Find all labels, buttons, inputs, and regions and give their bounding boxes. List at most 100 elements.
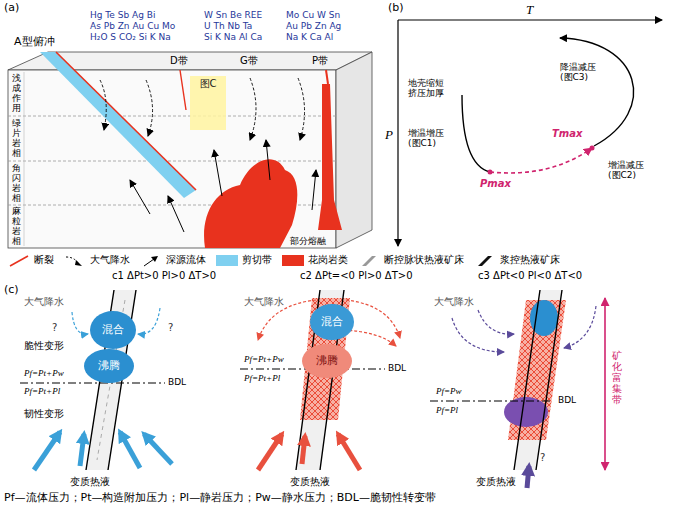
fluid-zone: 混合 [310, 304, 354, 340]
metamorphic-fluid-arrow [80, 434, 84, 466]
condition-label: c3 ΔPt<0 Pl<0 ΔT<0 [478, 270, 582, 282]
panel-label: (c) [4, 284, 19, 297]
annotation: ? [168, 322, 173, 334]
fluid-escape-arrow [344, 330, 396, 346]
annotation: 部分熔融 [290, 236, 326, 246]
shear-zone [40, 52, 196, 198]
block-side [336, 52, 372, 248]
annotation: A型俯冲 [14, 36, 55, 49]
element-list: W Sn Be REE [204, 10, 262, 20]
meteoric-arrow [138, 308, 160, 334]
annotation: BDL [388, 363, 406, 373]
meteoric-arrow [100, 80, 106, 130]
deep-fluid-arrow [130, 180, 150, 214]
facies-label: 角闪岩相 [12, 164, 21, 204]
annotation: 韧性变形 [24, 408, 64, 420]
p-axis [397, 20, 398, 246]
fault-sample [10, 256, 28, 266]
metamorphic-fluid-arrow [338, 434, 360, 470]
arrowhead [151, 256, 158, 262]
annotation: 变质热液 [290, 476, 330, 488]
pt-stage-label: 增温增压 (图C1) [408, 128, 454, 149]
pt-stage-label: 降温减压 (图C3) [560, 62, 606, 83]
panel-label: (a) [4, 2, 19, 15]
condition-label: c2 ΔPt=<0 Pl>0 ΔT>0 [300, 270, 413, 282]
node-fill [190, 76, 226, 130]
deposit-sample [362, 256, 376, 266]
bdl-line [20, 382, 165, 383]
node-fill [90, 311, 136, 349]
element-list: Na K Ca Al [286, 32, 333, 42]
annotation: ? [52, 322, 57, 334]
annotation: Pf=Pt+Pl [24, 386, 60, 396]
fluid-sample [144, 259, 154, 266]
meteoric-arrow [478, 310, 514, 334]
deep-fluid-arrow [312, 170, 316, 210]
deposit-sample [478, 256, 492, 266]
fluid-zone: 沸腾 [84, 349, 134, 383]
facies-label: 浅成作用 [12, 74, 21, 114]
legend-text: 断控脉状热液矿床 [384, 254, 464, 266]
element-list: Au Pb Zn Ag [286, 21, 341, 31]
element-list: Hg Te Sb Ag Bi [90, 10, 155, 20]
panel-label: (b) [388, 2, 404, 15]
legend-text: 断裂 [34, 254, 54, 266]
pt-path-peak [490, 148, 592, 173]
annotation: 大气降水 [24, 296, 64, 308]
metamorphic-fluid-arrow [120, 432, 140, 468]
condition-label: c1 ΔPt>0 Pl>0 ΔT>0 [112, 270, 216, 282]
zone-label: D带 [170, 55, 188, 67]
legend-swatch [216, 255, 238, 266]
legend-text: 剪切带 [242, 254, 272, 266]
element-list: Mo Cu W Sn [286, 10, 340, 20]
zone-label: G带 [240, 55, 258, 67]
metamorphic-fluid-arrow [34, 432, 60, 470]
metamorphic-fluid-arrow [258, 434, 282, 470]
node-fill [302, 344, 352, 378]
fault-line [180, 70, 186, 110]
enrichment-range-arrow [604, 298, 606, 470]
metamorphic-fluid-arrow [144, 434, 172, 464]
node-text: 混合 [321, 316, 343, 329]
pt-stage-label: Tmax [552, 128, 582, 140]
node-fill [310, 304, 354, 340]
legend-swatch [282, 255, 304, 266]
pmax-point [488, 170, 493, 175]
deep-fluid-arrow [168, 196, 184, 232]
annotation: Pf=Pl [436, 405, 458, 415]
inset-box: 图C [190, 76, 226, 130]
legend-text: 花岗岩类 [308, 254, 348, 266]
annotation: Pf=Pt+Pw [244, 354, 284, 364]
fault-line [56, 52, 196, 190]
granite-dyke [318, 84, 342, 230]
pt-path [462, 95, 490, 172]
annotation: 矿化富集带 [612, 350, 622, 405]
node-text: 沸腾 [316, 355, 338, 368]
legend-text: 浆控热液矿床 [500, 254, 560, 266]
legend-sample [8, 255, 30, 267]
element-list: Si K Na Al Ca [204, 32, 262, 42]
facies-label: 麻粒岩相 [12, 207, 21, 247]
tmax-point [590, 146, 595, 151]
facies-label: 绿片岩相 [12, 119, 21, 159]
legend-sample [358, 255, 380, 267]
bdl-line [430, 400, 552, 401]
meteoric-arrow [250, 78, 256, 140]
legend-sample [474, 255, 496, 267]
zone-label: P带 [312, 55, 328, 67]
pt-stage-label: Pmax [480, 178, 511, 190]
meteoric-arrow [146, 80, 153, 136]
annotation: ? [540, 452, 545, 464]
annotation: 大气降水 [434, 296, 474, 308]
meteoric-arrow [72, 312, 88, 334]
footnote: Pf—流体压力；Pt—构造附加压力；Pl—静岩压力；Pw—静水压力；BDL—脆韧… [4, 492, 436, 505]
legend-sample [140, 255, 162, 267]
annotation: 变质热液 [70, 476, 110, 488]
meteoric-arrow [298, 78, 305, 140]
legend-text: 深源流体 [166, 254, 206, 266]
annotation: 大气降水 [244, 296, 284, 308]
legend-text: 大气降水 [90, 254, 130, 266]
pt-stage-label: 地壳缩短 挤压加厚 [408, 78, 448, 99]
arrowhead [75, 260, 82, 266]
